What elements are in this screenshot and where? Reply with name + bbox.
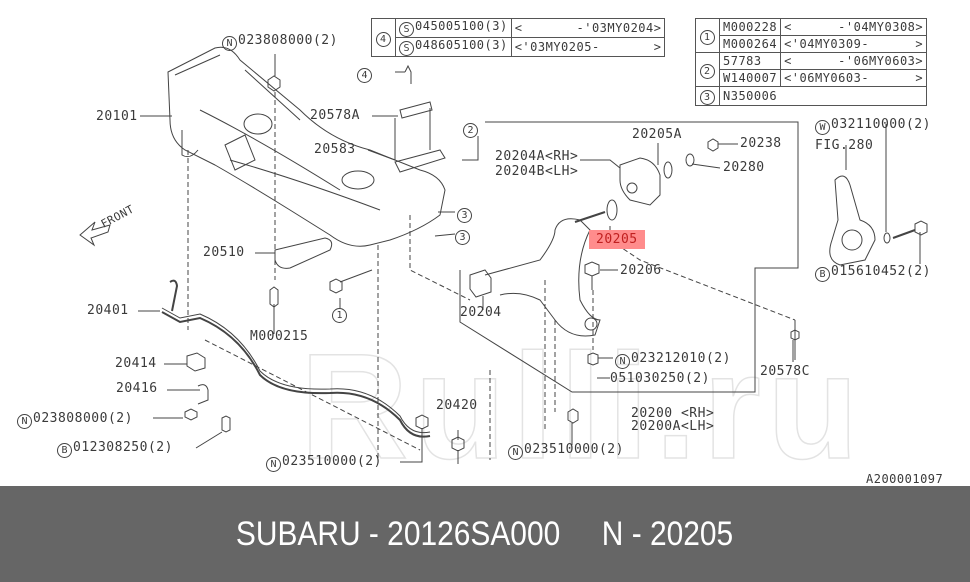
- table123-range: <'06MY0603- >: [780, 69, 928, 87]
- callout-20204A[interactable]: 20204A<RH>: [495, 149, 579, 164]
- callout-20204B[interactable]: 20204B<LH>: [495, 164, 579, 179]
- n-prefix-icon: N: [508, 445, 523, 460]
- n-prefix-icon: N: [615, 354, 630, 369]
- n-prefix-icon: N: [17, 414, 32, 429]
- callout-20578A[interactable]: 20578A: [310, 108, 360, 123]
- callout-20414[interactable]: 20414: [115, 356, 157, 371]
- table123-part: 57783: [718, 52, 782, 70]
- callout-20578C[interactable]: 20578C: [760, 364, 810, 379]
- ref-2-badge: 2: [699, 63, 715, 79]
- callout-20238[interactable]: 20238: [740, 136, 782, 151]
- parts-diagram: Rulli.ru: [17, 18, 944, 491]
- parts-table-ref123: 1 M000228 < -'04MY0308> M000264 <'04MY03…: [695, 18, 928, 106]
- w-prefix-icon: W: [815, 120, 830, 135]
- footer-bar: SUBARU - 20126SA000 N - 20205: [0, 486, 970, 582]
- diagram-line-art: [79, 46, 928, 464]
- callout-20401[interactable]: 20401: [87, 303, 129, 318]
- table4-part-1: 045005100(3): [415, 19, 508, 33]
- table4-part-2: 048605100(3): [415, 38, 508, 52]
- table123-part: W140007: [718, 69, 782, 87]
- table123-range: < -'04MY0308>: [780, 18, 928, 36]
- b-prefix-icon: B: [815, 267, 830, 282]
- ref-1-badge: 1: [699, 29, 715, 45]
- b-prefix-icon: B: [57, 443, 72, 458]
- callout-20204[interactable]: 20204: [460, 305, 502, 320]
- callout-20205-highlighted[interactable]: 20205: [589, 230, 645, 249]
- table123-part: M000264: [718, 35, 782, 53]
- callout-20200[interactable]: 20200 <RH>: [631, 406, 715, 421]
- table123-part: N350006: [718, 86, 928, 106]
- callout-20280[interactable]: 20280: [723, 160, 765, 175]
- footer-part-info: SUBARU - 20126SA000 N - 20205: [236, 514, 734, 553]
- callout-M000215[interactable]: M000215: [250, 329, 309, 344]
- callout-20206[interactable]: 20206: [620, 263, 662, 278]
- n-prefix-icon: N: [266, 457, 281, 472]
- table4-range-2: <'03MY0205- >: [510, 37, 666, 57]
- ref-3-badge: 3: [699, 90, 715, 105]
- table123-range: <'04MY0309- >: [780, 35, 928, 53]
- table123-range: < -'06MY0603>: [780, 52, 928, 70]
- ref-1-callout[interactable]: 1: [332, 306, 348, 323]
- callout-20510[interactable]: 20510: [203, 245, 245, 260]
- diagram-code: A200001097: [866, 472, 944, 486]
- callout-20205A[interactable]: 20205A: [632, 127, 682, 142]
- ref-3b-callout[interactable]: 3: [455, 228, 471, 245]
- table123-part: M000228: [718, 18, 782, 36]
- callout-fig280[interactable]: FIG.280: [815, 138, 874, 153]
- s-prefix-icon: S: [399, 41, 414, 56]
- callout-20416[interactable]: 20416: [116, 381, 158, 396]
- ref-2-callout[interactable]: 2: [463, 121, 479, 138]
- table4-range-1: < -'03MY0204>: [510, 18, 666, 38]
- ref-4-callout[interactable]: 4: [357, 66, 373, 83]
- callout-20583[interactable]: 20583: [314, 142, 356, 157]
- n-prefix-icon: N: [222, 36, 237, 51]
- s-prefix-icon: S: [399, 22, 414, 37]
- callout-20420[interactable]: 20420: [436, 398, 478, 413]
- callout-20200A[interactable]: 20200A<LH>: [631, 419, 715, 434]
- callout-20101[interactable]: 20101: [96, 109, 138, 124]
- ref-4-badge: 4: [375, 31, 391, 47]
- ref-3a-callout[interactable]: 3: [457, 206, 473, 223]
- callout-051030250[interactable]: 051030250(2): [610, 371, 710, 386]
